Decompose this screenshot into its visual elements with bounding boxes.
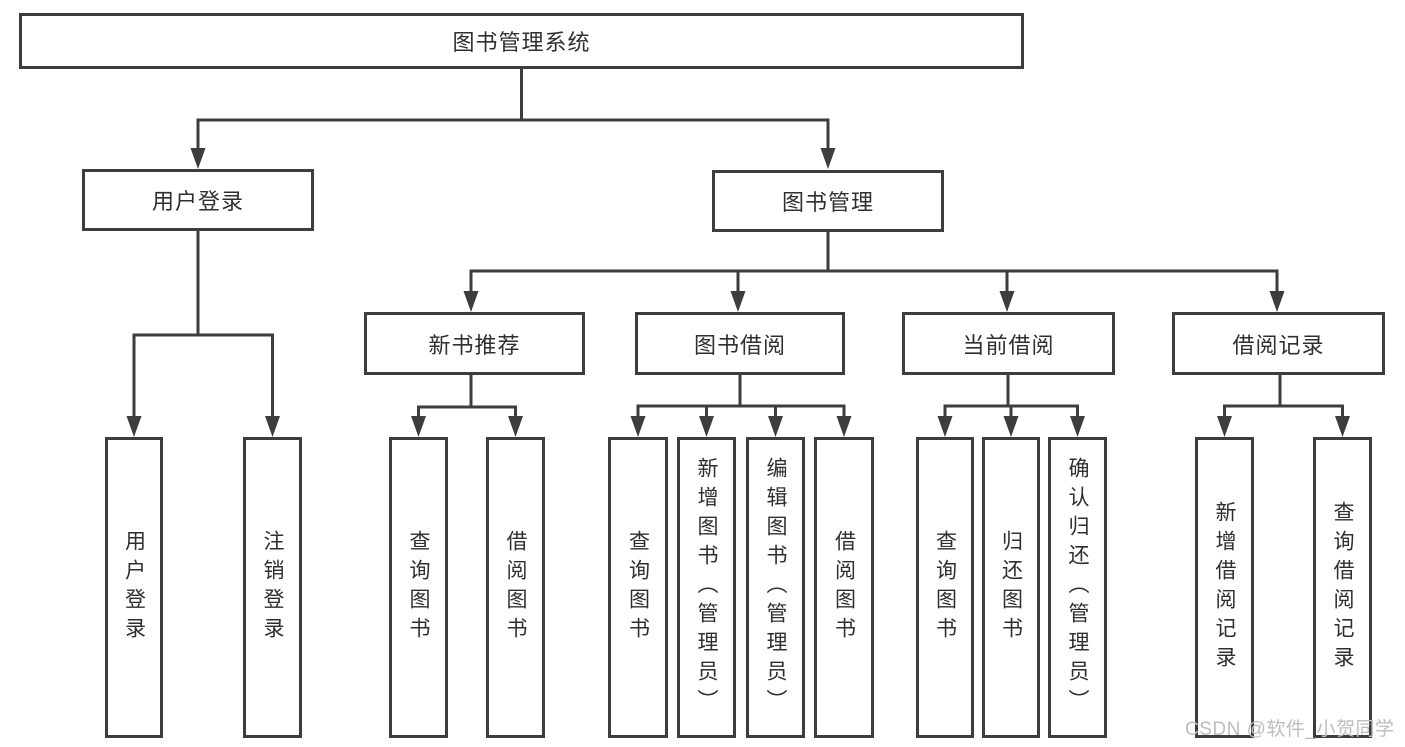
leaf-label: 注销登录 bbox=[261, 529, 285, 646]
leaf-label: 归还图书 bbox=[999, 529, 1023, 646]
leaf-login-logout: 注销登录 bbox=[243, 437, 302, 738]
leaf-current-query-books: 查询图书 bbox=[916, 437, 974, 738]
leaf-borrow-query-books: 查询图书 bbox=[608, 437, 668, 738]
leaf-records-query-record: 查询借阅记录 bbox=[1313, 437, 1372, 738]
leaf-label: 新增借阅记录 bbox=[1213, 500, 1237, 675]
leaf-recommend-query-books: 查询图书 bbox=[389, 437, 448, 738]
watermark: CSDN @软件_小贺同学 bbox=[1185, 719, 1395, 740]
leaf-borrow-add-books-admin: 新增图书（管理员） bbox=[677, 437, 736, 738]
leaf-label: 查询图书 bbox=[626, 529, 650, 646]
node-book-borrowing: 图书借阅 bbox=[635, 312, 845, 375]
leaf-borrow-borrow-books: 借阅图书 bbox=[814, 437, 874, 738]
leaf-label: 查询借阅记录 bbox=[1331, 500, 1355, 675]
leaf-current-confirm-return-admin: 确认归还（管理员） bbox=[1048, 437, 1107, 738]
leaf-label: 查询图书 bbox=[933, 529, 957, 646]
node-current-borrowing: 当前借阅 bbox=[902, 312, 1115, 375]
node-book-management: 图书管理 bbox=[712, 170, 944, 232]
node-user-login: 用户登录 bbox=[82, 169, 314, 231]
leaf-label: 借阅图书 bbox=[832, 529, 856, 646]
leaf-label: 新增图书（管理员） bbox=[695, 457, 719, 718]
node-root-system: 图书管理系统 bbox=[19, 13, 1024, 69]
arrowhead-icons bbox=[126, 148, 1350, 437]
leaf-borrow-edit-books-admin: 编辑图书（管理员） bbox=[746, 437, 805, 738]
leaf-recommend-borrow-books: 借阅图书 bbox=[486, 437, 545, 738]
leaf-label: 确认归还（管理员） bbox=[1066, 457, 1090, 718]
leaf-label: 编辑图书（管理员） bbox=[764, 457, 788, 718]
node-new-book-recommendation: 新书推荐 bbox=[364, 312, 585, 375]
leaf-label: 查询图书 bbox=[407, 529, 431, 646]
leaf-records-add-record: 新增借阅记录 bbox=[1195, 437, 1254, 738]
node-borrowing-records: 借阅记录 bbox=[1172, 312, 1385, 375]
leaf-current-return-books: 归还图书 bbox=[982, 437, 1040, 738]
leaf-label: 用户登录 bbox=[122, 529, 146, 646]
leaf-login-user-login: 用户登录 bbox=[105, 437, 163, 738]
leaf-label: 借阅图书 bbox=[504, 529, 528, 646]
